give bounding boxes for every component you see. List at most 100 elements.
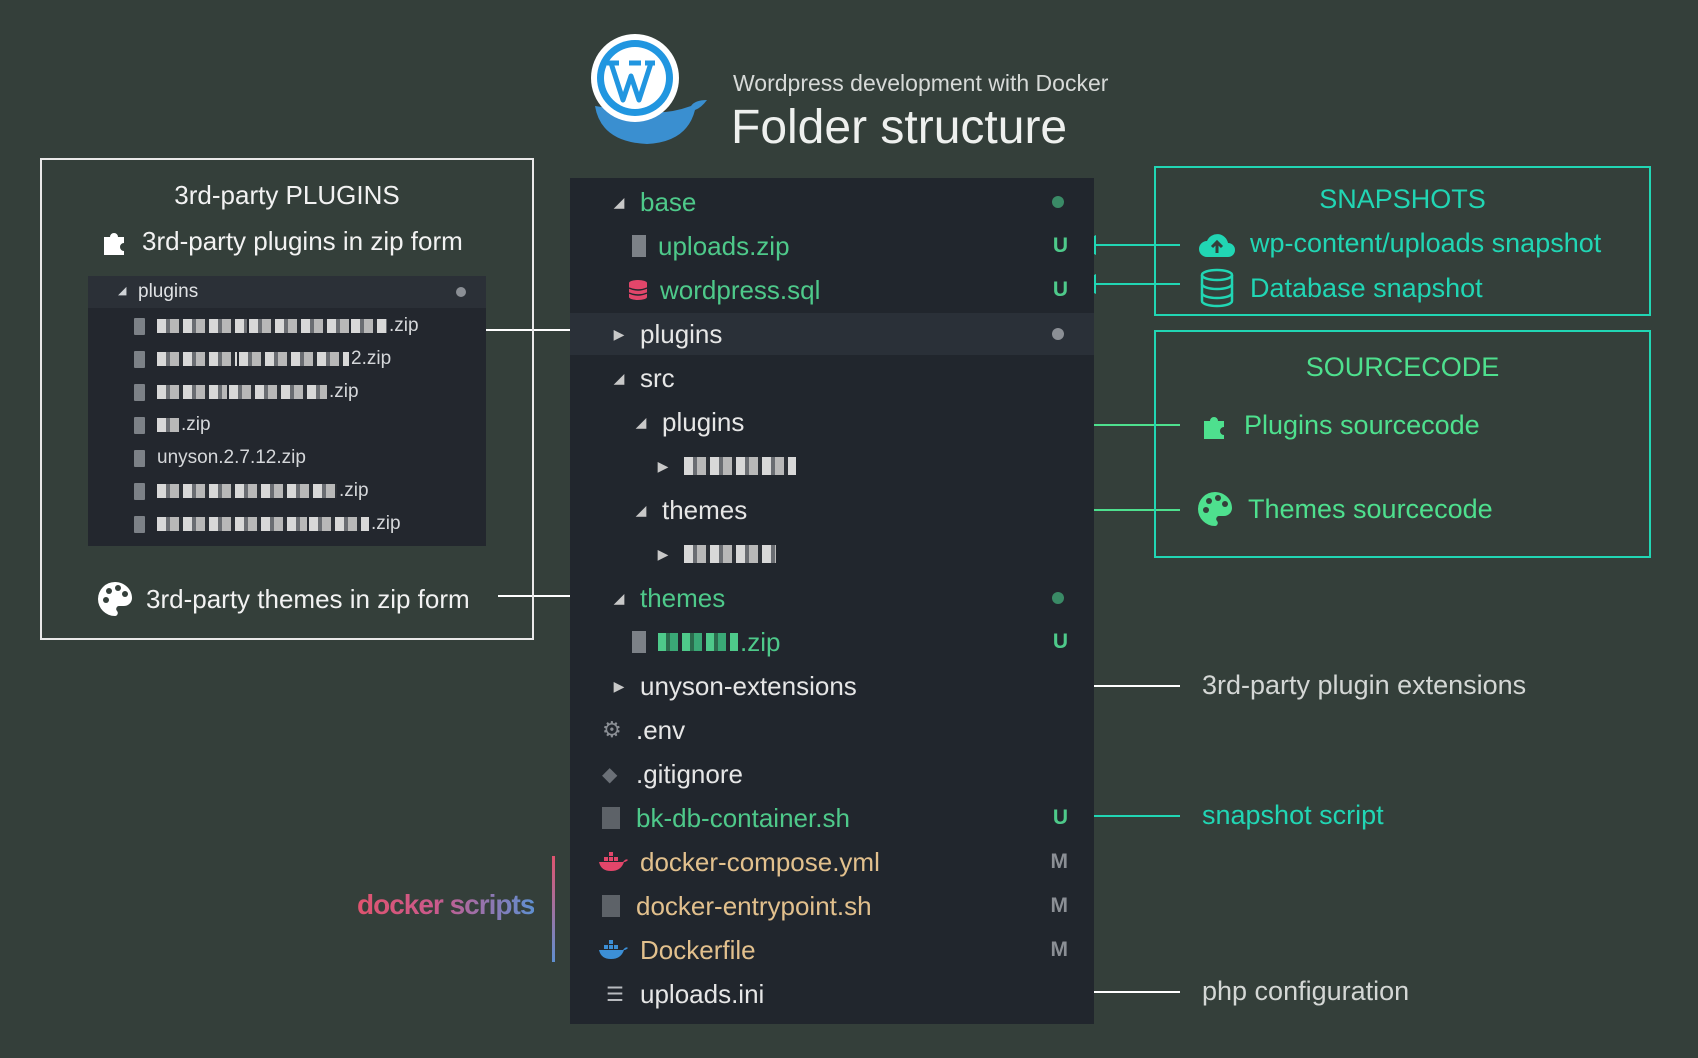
- tree-row-blurred-theme[interactable]: ▶: [570, 533, 1094, 575]
- tree-row-dockerfile[interactable]: Dockerfile M: [570, 929, 1094, 971]
- status-dot-icon: [1052, 196, 1064, 208]
- blurred-folder-name: [684, 457, 796, 475]
- expanded-arrow-icon: ◢: [613, 193, 625, 210]
- blurred-filename: [309, 517, 369, 531]
- status-badge: U: [1052, 806, 1068, 829]
- tree-label: plugins: [662, 406, 745, 437]
- snapshots-title: SNAPSHOTS: [1319, 184, 1486, 214]
- status-dot-icon: [1052, 328, 1064, 340]
- zip-file-row[interactable]: .zip: [88, 508, 486, 540]
- puzzle-icon: [104, 232, 124, 255]
- zip-file-row[interactable]: .zip: [88, 409, 486, 441]
- blurred-folder-name: [684, 545, 776, 563]
- zip-file-icon: [134, 350, 145, 368]
- extensions-note: 3rd-party plugin extensions: [1202, 670, 1527, 700]
- php-config-note: php configuration: [1202, 976, 1410, 1006]
- plugins-zip-caption: 3rd-party plugins in zip form: [100, 226, 463, 257]
- docker-icon: [599, 940, 628, 959]
- third-party-plugins-box: 3rd-party PLUGINS 3rd-party plugins in z…: [40, 158, 534, 640]
- file-explorer-tree: ◢ base uploads.zip U wordpress.sql U ▶ p…: [570, 178, 1094, 1024]
- tree-label: base: [640, 186, 697, 217]
- status-badge: M: [1050, 850, 1069, 873]
- collapsed-arrow-icon: ▶: [657, 545, 669, 562]
- tree-label: .zip: [740, 626, 781, 657]
- script-file-icon: [602, 807, 620, 829]
- themes-zip-caption-text: 3rd-party themes in zip form: [146, 583, 470, 614]
- blurred-filename: [658, 633, 738, 651]
- palette-icon: [1198, 492, 1232, 526]
- tree-label: themes: [640, 582, 726, 613]
- uploads-snapshot-label: wp-content/uploads snapshot: [1250, 228, 1602, 258]
- docker-scripts-bracket: [552, 856, 555, 962]
- sourcecode-box: SOURCECODE Plugins sourcecode Themes sou…: [1154, 330, 1651, 558]
- tree-row-wordpress-sql[interactable]: wordpress.sql U: [570, 269, 1094, 311]
- palette-icon: [98, 582, 132, 616]
- status-badge: U: [1052, 630, 1068, 653]
- tree-label: unyson-extensions: [640, 670, 857, 701]
- tree-row-docker-compose[interactable]: docker-compose.yml M: [570, 841, 1094, 883]
- tree-row-src[interactable]: ◢ src: [570, 357, 1094, 399]
- zip-file-row[interactable]: unyson.2.7.12.zip: [88, 442, 486, 474]
- tree-label: themes: [662, 494, 748, 525]
- tree-row-theme-zip[interactable]: .zip U: [570, 621, 1094, 663]
- status-badge: M: [1050, 938, 1069, 961]
- tree-row-env[interactable]: ⚙ .env: [570, 709, 1094, 751]
- blurred-filename: [157, 484, 337, 498]
- tree-row-uploads-ini[interactable]: ☰ uploads.ini: [570, 973, 1094, 1015]
- plugins-sourcecode-label: Plugins sourcecode: [1244, 410, 1480, 440]
- tree-row-bk-db-container[interactable]: bk-db-container.sh U: [570, 797, 1094, 839]
- tree-row-src-plugins[interactable]: ◢ plugins: [570, 401, 1094, 443]
- tree-label: .env: [636, 714, 686, 745]
- snapshot-script-note: snapshot script: [1202, 800, 1384, 830]
- database-snapshot-item: Database snapshot: [1198, 268, 1483, 308]
- wordpress-docker-logo: [591, 34, 707, 144]
- snapshots-box: SNAPSHOTS wp-content/uploads snapshot Da…: [1154, 166, 1651, 316]
- expanded-arrow-icon: ◢: [613, 589, 625, 606]
- blurred-filename: [249, 319, 349, 333]
- puzzle-icon: [1204, 416, 1224, 439]
- tree-row-src-themes[interactable]: ◢ themes: [570, 489, 1094, 531]
- tree-row-uploads-zip[interactable]: uploads.zip U: [570, 225, 1094, 267]
- cloud-upload-icon: [1199, 233, 1235, 257]
- zip-file-row[interactable]: .zip: [88, 310, 486, 342]
- third-party-plugins-title: 3rd-party PLUGINS: [174, 180, 400, 210]
- blurred-filename: [157, 385, 227, 399]
- tree-row-plugins[interactable]: ▶ plugins: [570, 313, 1094, 355]
- plugins-folder-header[interactable]: ◢ plugins: [88, 276, 486, 308]
- status-dot-icon: [1052, 592, 1064, 604]
- tree-row-unyson-extensions[interactable]: ▶ unyson-extensions: [570, 665, 1094, 707]
- tree-row-base[interactable]: ◢ base: [570, 181, 1094, 223]
- page-title: Folder structure: [731, 101, 1068, 154]
- zip-file-row[interactable]: .zip: [88, 475, 486, 507]
- git-icon: ◆: [602, 763, 618, 786]
- zip-file-label: .zip: [339, 480, 369, 501]
- tree-row-docker-entrypoint[interactable]: docker-entrypoint.sh M: [570, 885, 1094, 927]
- zip-file-row[interactable]: .zip: [88, 376, 486, 408]
- folder-expand-icon: ◢: [118, 285, 127, 297]
- tree-label: src: [640, 362, 675, 393]
- status-badge: U: [1052, 234, 1068, 257]
- folder-dot-icon: [456, 287, 466, 297]
- collapsed-arrow-icon: ▶: [657, 457, 669, 474]
- sourcecode-title: SOURCECODE: [1305, 352, 1500, 382]
- status-badge: U: [1052, 278, 1068, 301]
- zip-file-label: .zip: [329, 381, 359, 402]
- zip-file-icon: [134, 383, 145, 401]
- expanded-arrow-icon: ◢: [613, 369, 625, 386]
- plugins-sourcecode-item: Plugins sourcecode: [1200, 410, 1480, 441]
- tree-row-blurred-plugin[interactable]: ▶: [570, 445, 1094, 487]
- tree-row-gitignore[interactable]: ◆ .gitignore: [570, 753, 1094, 795]
- expanded-arrow-icon: ◢: [635, 501, 647, 518]
- database-file-icon: [628, 280, 648, 300]
- zip-file-icon: [134, 482, 145, 500]
- blurred-filename: [239, 352, 349, 366]
- zip-file-icon: [134, 515, 145, 533]
- zip-file-icon: [134, 317, 145, 335]
- zip-file-row[interactable]: 2.zip: [88, 343, 486, 375]
- zip-file-icon: [632, 235, 646, 257]
- collapsed-arrow-icon: ▶: [613, 677, 625, 694]
- gear-icon: ⚙: [602, 717, 622, 742]
- tree-row-themes[interactable]: ◢ themes: [570, 577, 1094, 619]
- plugins-zip-caption-text: 3rd-party plugins in zip form: [142, 226, 463, 256]
- tree-label: bk-db-container.sh: [636, 802, 850, 833]
